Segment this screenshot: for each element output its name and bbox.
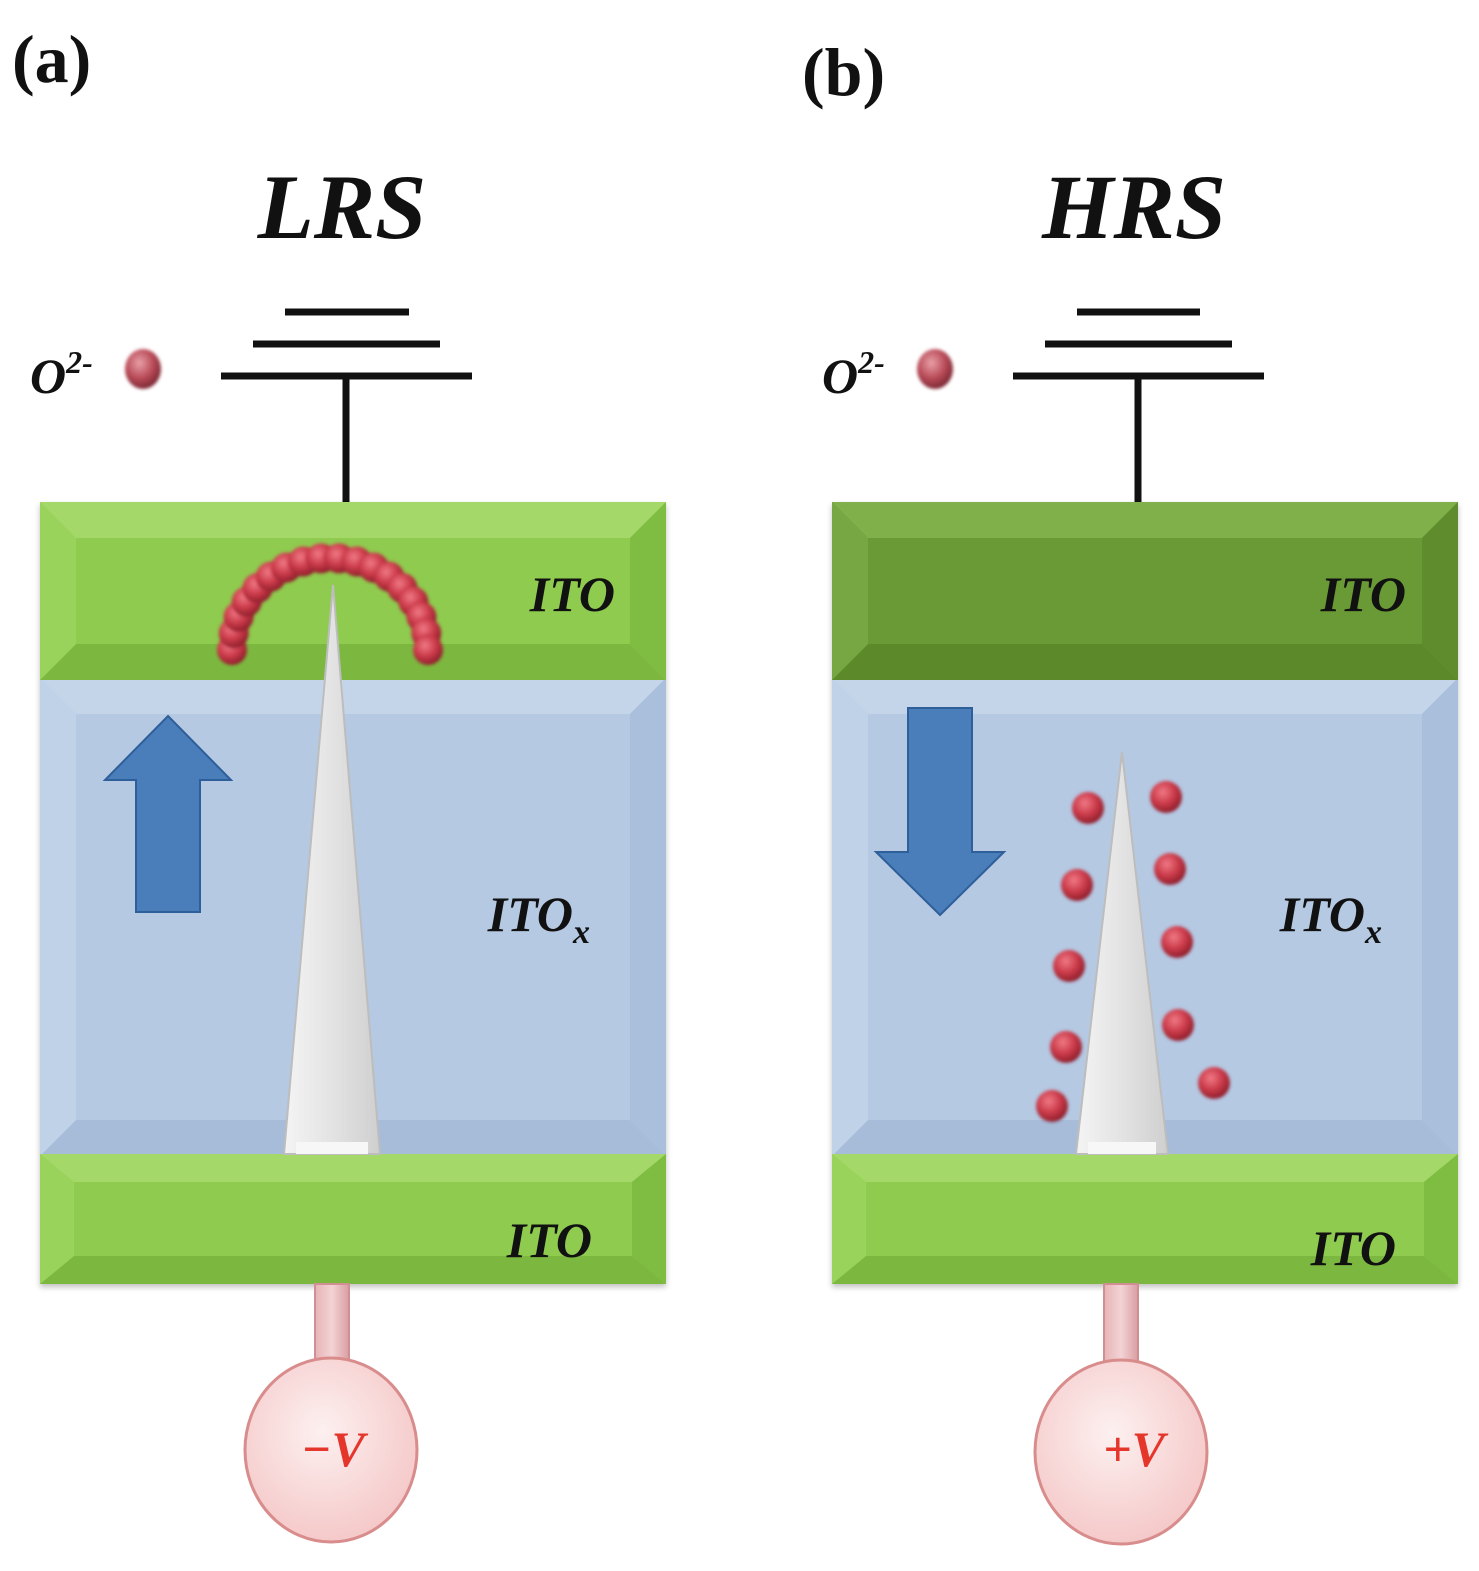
battery-symbol-a — [221, 308, 472, 502]
state-title-hrs: HRS — [1041, 156, 1226, 258]
oxygen-ions-scattered — [1036, 781, 1230, 1122]
oxygen-ion — [1061, 869, 1093, 901]
panel-label-b: (b) — [802, 34, 885, 110]
oxygen-ion — [413, 635, 443, 665]
switching-layer-label-a: ITOx — [487, 886, 590, 951]
oxygen-ion-legend-icon — [917, 349, 953, 389]
switching-layer-label-b: ITOx — [1279, 886, 1382, 951]
top-electrode-label-b: ITO — [1320, 566, 1406, 622]
state-title-lrs: LRS — [257, 156, 427, 258]
arrow-up-icon — [102, 714, 234, 913]
panel-a: (a) LRS O2- — [12, 21, 666, 1544]
voltage-source-b: +V — [1033, 1283, 1209, 1546]
source-circle-b — [1033, 1358, 1209, 1546]
oxygen-ion — [1053, 950, 1085, 982]
oxygen-ion — [1198, 1067, 1230, 1099]
oxygen-ion-legend-b: O2- — [822, 344, 953, 404]
oxygen-ion — [1154, 853, 1186, 885]
oxygen-ions-arch — [217, 543, 443, 665]
source-circle-a — [243, 1356, 419, 1544]
oxygen-ion — [1072, 792, 1104, 824]
oxygen-ion — [1161, 926, 1193, 958]
source-stem-a — [314, 1283, 350, 1365]
oxygen-ion — [1162, 1009, 1194, 1041]
voltage-source-a: −V — [243, 1283, 419, 1544]
oxygen-ion — [1050, 1031, 1082, 1063]
battery-symbol-b — [1013, 308, 1264, 502]
oxygen-ion — [1150, 781, 1182, 813]
source-stem-b — [1103, 1283, 1139, 1365]
voltage-label-positive: +V — [1103, 1421, 1168, 1477]
oxygen-ion — [1036, 1090, 1068, 1122]
legend-label-b: O2- — [822, 344, 885, 404]
arrow-down-icon — [873, 707, 1007, 917]
legend-label-a: O2- — [30, 344, 93, 404]
oxygen-ion-legend-a: O2- — [30, 344, 161, 404]
top-electrode-label-a: ITO — [529, 566, 615, 622]
panel-label-a: (a) — [12, 21, 91, 97]
voltage-label-negative: −V — [301, 1421, 368, 1477]
bottom-electrode-label-b: ITO — [1310, 1220, 1396, 1276]
oxygen-ion-legend-icon — [125, 349, 161, 389]
panel-b: (b) HRS O2- — [802, 34, 1458, 1546]
bottom-electrode-label-a: ITO — [506, 1212, 592, 1268]
